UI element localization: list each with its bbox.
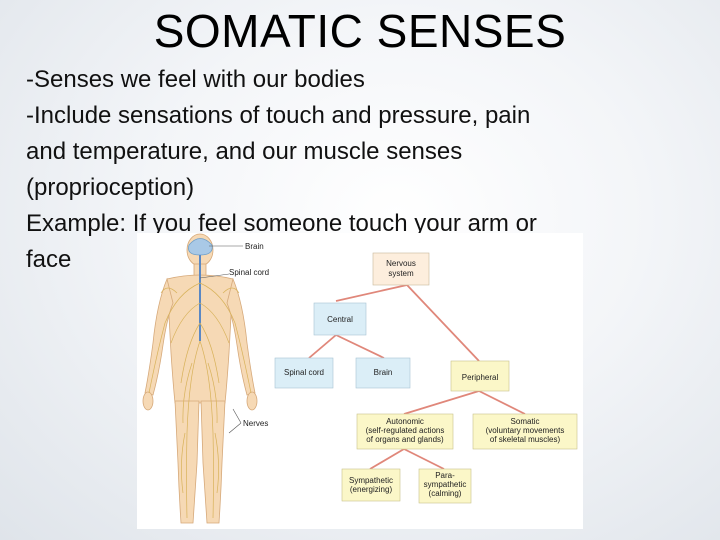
svg-text:sympathetic: sympathetic (424, 480, 467, 489)
nerves-label: Nerves (243, 419, 268, 428)
svg-text:Para-: Para- (435, 471, 455, 480)
brain-label: Brain (245, 242, 264, 251)
nervous-system-figure: Brain Spinal cord Nerves Nervous system … (137, 233, 583, 529)
nervous-system-box: Nervous system (372, 252, 430, 286)
peripheral-box: Peripheral (450, 360, 510, 392)
svg-text:system: system (388, 269, 414, 278)
spinal-cord-label: Spinal cord (229, 268, 269, 277)
somatic-box: Somatic (voluntary movements of skeletal… (472, 413, 578, 450)
bullet-line-4: (proprioception) (26, 174, 195, 201)
svg-text:Central: Central (327, 315, 353, 324)
autonomic-box: Autonomic (self-regulated actions of org… (356, 413, 454, 450)
svg-text:of organs and glands): of organs and glands) (366, 435, 444, 444)
svg-text:(self-regulated actions: (self-regulated actions (366, 426, 445, 435)
slide-body: -Senses we feel with our bodies -Include… (26, 62, 706, 278)
svg-text:(energizing): (energizing) (350, 485, 393, 494)
svg-text:of skeletal muscles): of skeletal muscles) (490, 435, 561, 444)
svg-text:(calming): (calming) (429, 489, 462, 498)
brain-box: Brain (355, 357, 411, 389)
flowchart-connectors (308, 284, 526, 470)
example-line-2: face (26, 246, 72, 273)
central-box: Central (313, 302, 367, 336)
example-line-1: Example: If you feel someone touch your … (26, 210, 537, 237)
bullet-line-2: -Include sensations of touch and pressur… (26, 102, 531, 129)
svg-text:Spinal cord: Spinal cord (284, 368, 324, 377)
bullet-line-1: -Senses we feel with our bodies (26, 66, 365, 93)
bullet-line-3: and temperature, and our muscle senses (26, 138, 463, 165)
nervous-system-diagram: Brain Spinal cord Nerves Nervous system … (142, 233, 578, 524)
parasympathetic-box: Para- sympathetic (calming) (418, 468, 472, 504)
slide-title: SOMATIC SENSES (153, 5, 567, 57)
svg-text:Brain: Brain (374, 368, 393, 377)
spinal-cord-box: Spinal cord (274, 357, 334, 389)
svg-text:Somatic: Somatic (511, 417, 540, 426)
svg-text:Peripheral: Peripheral (462, 373, 499, 382)
sympathetic-box: Sympathetic (energizing) (341, 468, 401, 502)
svg-text:Autonomic: Autonomic (386, 417, 424, 426)
human-body-illustration (142, 233, 258, 524)
svg-text:(voluntary movements: (voluntary movements (486, 426, 565, 435)
svg-text:Sympathetic: Sympathetic (349, 476, 393, 485)
svg-text:Nervous: Nervous (386, 259, 416, 268)
